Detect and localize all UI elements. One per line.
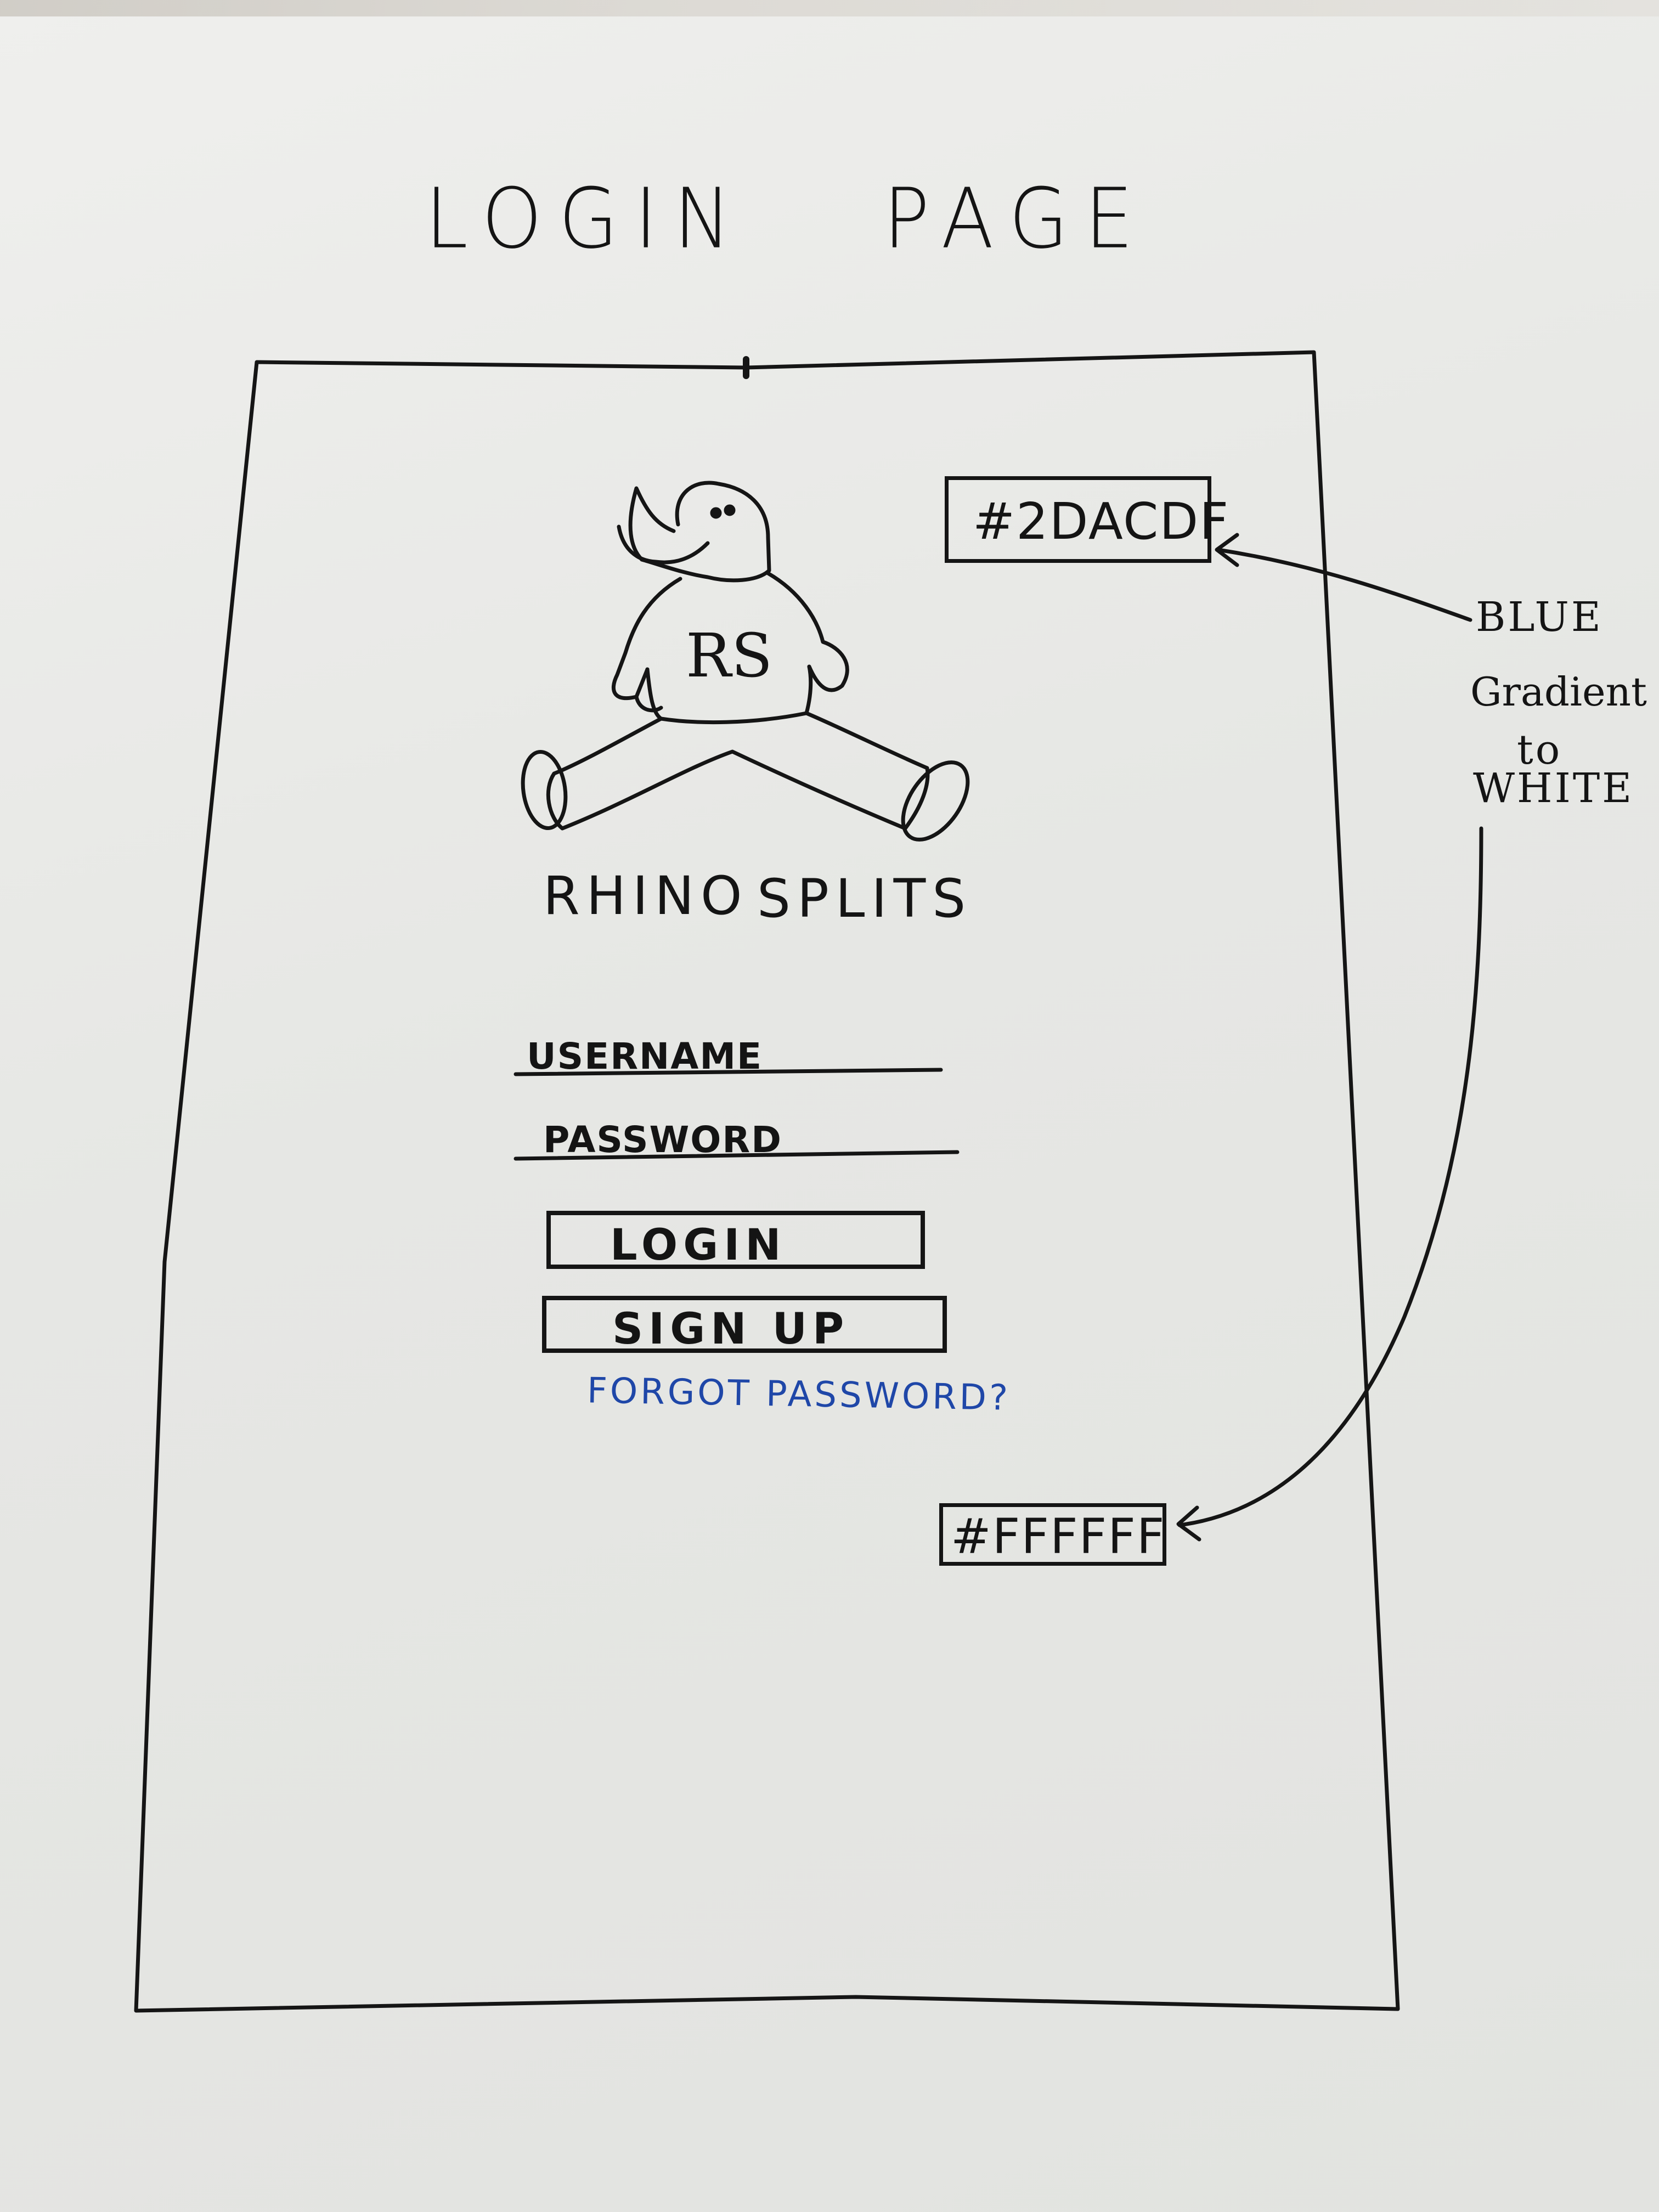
signup-button[interactable]: SIGN UP (542, 1296, 947, 1353)
bottom-color-swatch: #FFFFFF (939, 1503, 1166, 1566)
rhino-mascot-icon (521, 481, 970, 842)
signup-button-label: SIGN UP (612, 1305, 850, 1354)
gradient-note-line-1: BLUE (1476, 594, 1603, 641)
top-color-label: #2DACDF (973, 492, 1230, 551)
brand-word-rhino: RHINO (543, 865, 749, 927)
page-title-page: PAGE (883, 171, 1150, 268)
forgot-password-link[interactable]: FORGOT PASSWORD? (586, 1370, 1011, 1419)
top-color-swatch: #2DACDF (945, 476, 1228, 563)
username-underline (514, 1068, 943, 1076)
password-underline (514, 1150, 960, 1161)
brand-word-splits: SPLITS (757, 868, 973, 929)
logo-shirt-text: RS (686, 620, 773, 691)
login-button-label: LOGIN (610, 1221, 787, 1270)
username-field[interactable]: USERNAME (527, 1035, 763, 1077)
login-button[interactable]: LOGIN (546, 1211, 925, 1269)
paper-top-edge (0, 0, 1659, 16)
gradient-note-line-2: Gradient (1470, 669, 1647, 715)
gradient-note-line-3: to (1517, 726, 1562, 774)
device-frame (134, 350, 1400, 2013)
password-field[interactable]: PASSWORD (543, 1119, 783, 1161)
gradient-arrows (1176, 533, 1483, 1542)
page-title-login: LOGIN (425, 171, 748, 268)
bottom-color-label: #FFFFFF (951, 1508, 1166, 1565)
gradient-note-line-4: WHITE (1473, 765, 1634, 812)
